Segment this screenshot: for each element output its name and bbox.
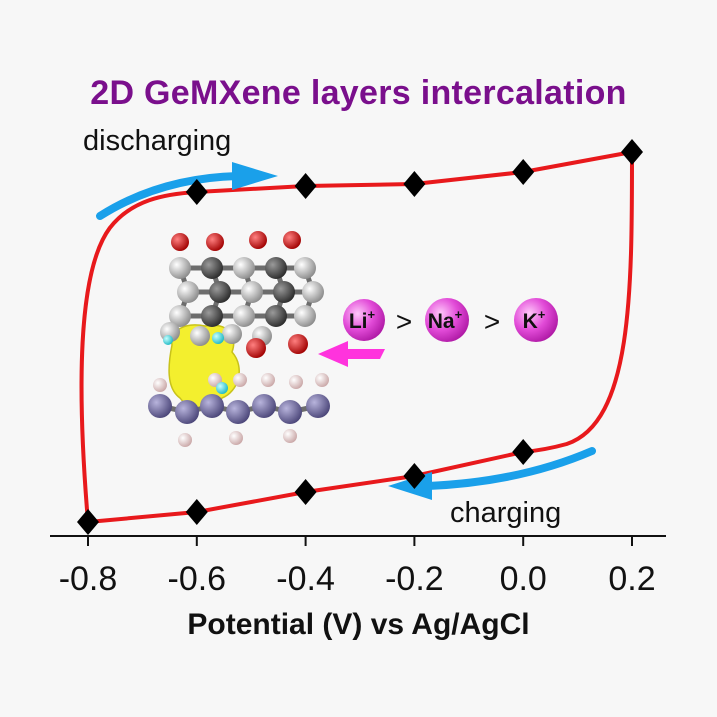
data-point-marker [403,171,426,197]
discharging-label: discharging [83,125,232,157]
data-point-marker [512,159,535,185]
x-axis-label: Potential (V) vs Ag/AgCl [187,608,530,641]
data-point-marker [512,439,535,465]
data-point-marker [294,479,317,505]
x-tick-label: -0.2 [385,560,444,598]
svg-text:Na+: Na+ [428,307,463,333]
discharging-arrow [96,162,278,220]
data-point-marker [403,463,426,489]
x-tick-label: -0.8 [59,560,118,598]
x-tick-label: 0.0 [500,560,547,598]
ion-series: Li+ Na+ K+ > > [343,298,558,342]
data-point-marker [185,499,208,525]
x-axis-ticks: -0.8 -0.6 -0.4 -0.2 0.0 0.2 [59,536,656,598]
svg-text:Li+: Li+ [349,307,376,333]
ion-li: Li+ [343,299,385,341]
atom-spheres [148,231,330,447]
ion-k: K+ [514,298,558,342]
svg-text:K+: K+ [523,307,546,333]
insertion-arrow [318,341,385,367]
chart-title: 2D GeMXene layers intercalation [90,74,627,112]
data-point-marker [294,173,317,199]
x-tick-label: -0.4 [276,560,335,598]
ion-na: Na+ [425,298,469,342]
data-point-marker [185,179,208,205]
data-markers [77,139,643,535]
data-point-marker [77,509,99,535]
charging-label: charging [450,497,562,529]
x-tick-label: 0.2 [608,560,655,598]
gemxene-structure-illustration [148,231,330,447]
x-tick-label: -0.6 [168,560,227,598]
data-point-marker [621,139,643,165]
ion-separator: > [396,306,412,337]
ion-separator: > [484,306,500,337]
